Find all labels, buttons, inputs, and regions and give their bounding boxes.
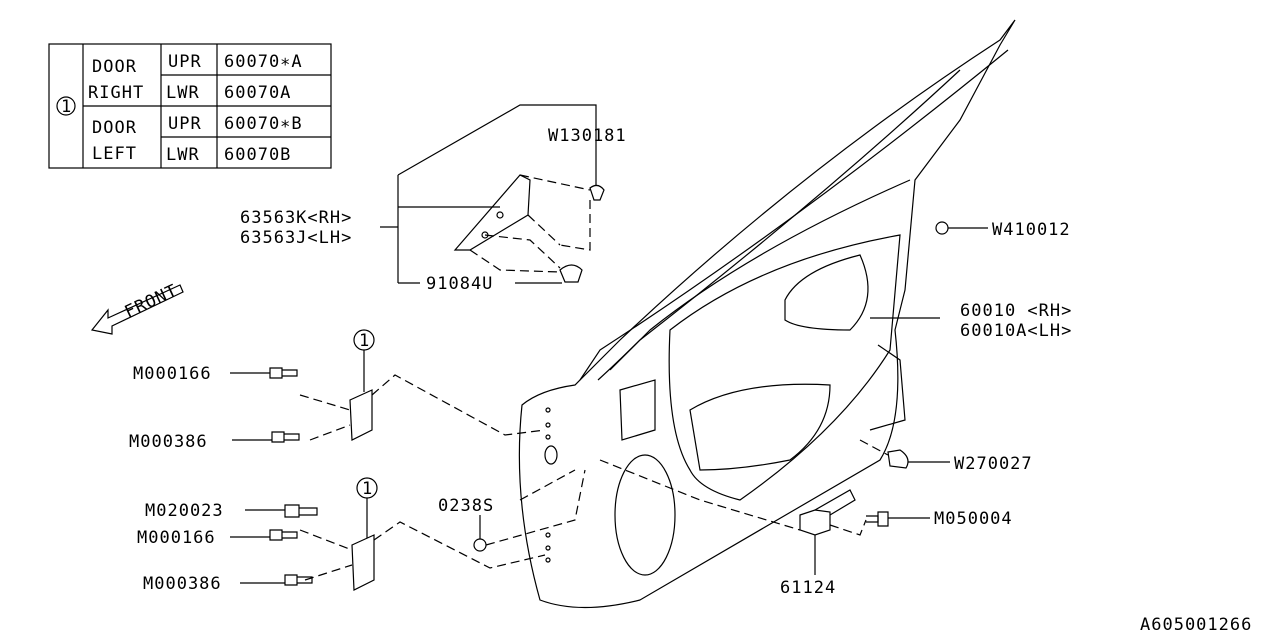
part-label-63563j: 63563J<LH> (240, 228, 352, 248)
part-label-m020023: M020023 (145, 501, 224, 521)
callout-label: 1 (359, 331, 370, 351)
part-label-60010: 60010 <RH> (960, 301, 1072, 321)
table-side: RIGHT (88, 83, 144, 103)
table-pos: UPR (168, 114, 202, 134)
part-label-m000386: M000386 (129, 432, 208, 452)
part-label-m050004: M050004 (934, 509, 1013, 529)
lower-hinge: 1 (230, 477, 546, 591)
table-part: 60070B (224, 145, 291, 165)
table-ref: 1 (61, 97, 72, 117)
part-label-w270027: W270027 (954, 454, 1033, 474)
table-side: LEFT (92, 144, 137, 164)
part-label-0238s: 0238S (438, 496, 494, 516)
callout-label: 1 (362, 479, 373, 499)
part-label-m000166: M000166 (137, 528, 216, 548)
fasteners (473, 221, 988, 575)
part-label-m000386: M000386 (143, 574, 222, 594)
part-label-61124: 61124 (780, 578, 836, 598)
part-label-w130181: W130181 (548, 126, 627, 146)
table-part: 60070∗A (224, 52, 303, 72)
table-group: DOOR (92, 118, 137, 138)
diagram-id: A605001266 (1140, 615, 1252, 635)
reference-table: 1 DOOR RIGHT UPR 60070∗A LWR 60070A DOOR… (48, 43, 332, 169)
part-label-60010a: 60010A<LH> (960, 321, 1072, 341)
front-label: FRONT (122, 281, 181, 323)
part-label-63563k: 63563K<RH> (240, 208, 352, 228)
part-label-m000166: M000166 (133, 364, 212, 384)
front-arrow: FRONT (90, 281, 184, 335)
table-part: 60070∗B (224, 114, 303, 134)
callout-circle (56, 96, 76, 116)
front-door-panel (518, 19, 1016, 609)
table-pos: LWR (166, 145, 200, 165)
part-label-w410012: W410012 (992, 220, 1071, 240)
mirror-bracket-part (380, 104, 605, 284)
table-part: 60070A (224, 83, 291, 103)
table-group: DOOR (92, 57, 137, 77)
table-pos: LWR (166, 83, 200, 103)
upper-hinge: 1 (230, 329, 546, 443)
part-label-91084u: 91084U (426, 274, 493, 294)
table-pos: UPR (168, 52, 202, 72)
